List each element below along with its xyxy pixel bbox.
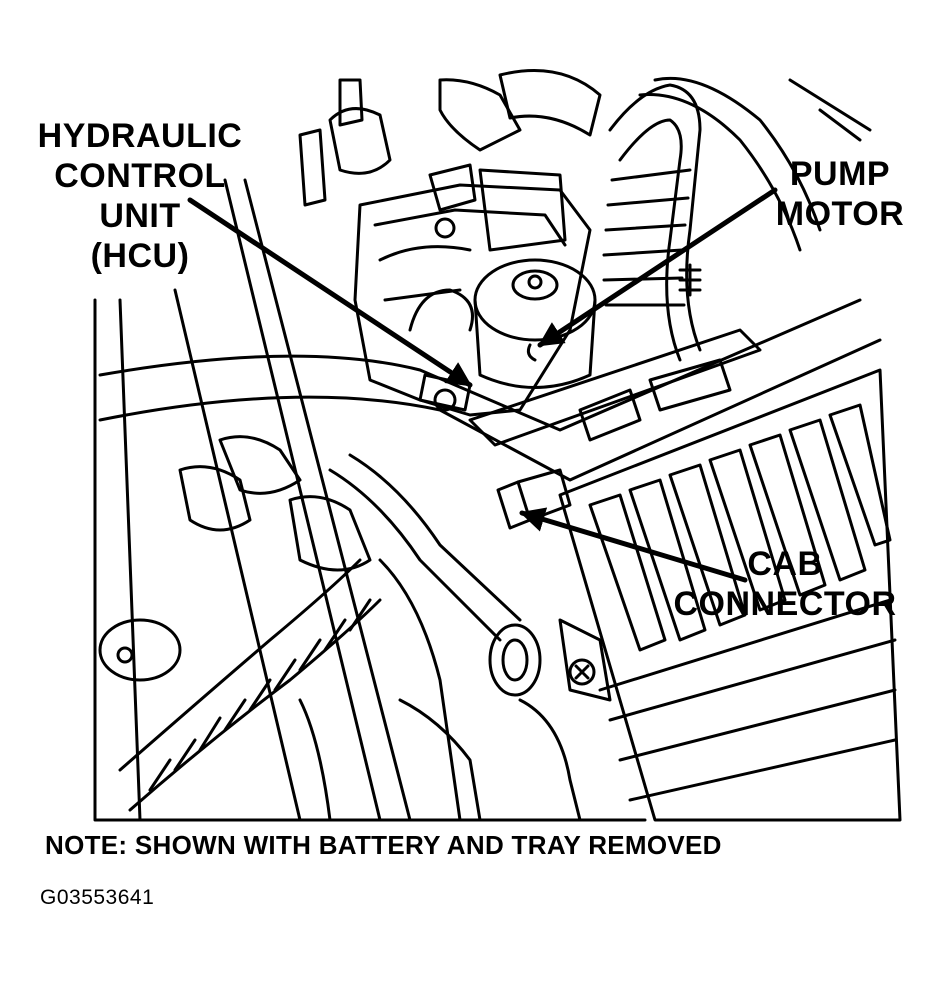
figure-note: NOTE: SHOWN WITH BATTERY AND TRAY REMOVE… bbox=[45, 830, 722, 860]
hcu-callout-line-1: HYDRAULIC bbox=[37, 117, 243, 155]
pump-motor bbox=[408, 258, 597, 389]
cab-connector-callout: CAB CONNECTOR bbox=[660, 544, 910, 624]
brake-line bbox=[328, 453, 612, 702]
pump-motor-callout-line-2: MOTOR bbox=[775, 195, 905, 233]
hcu-callout: HYDRAULIC CONTROL UNIT (HCU) bbox=[20, 116, 260, 276]
cab-connector bbox=[496, 468, 572, 530]
lower-structure bbox=[298, 558, 582, 822]
hcu-callout-line-2: CONTROL bbox=[54, 157, 226, 195]
finned-module bbox=[558, 368, 902, 822]
leader-lines bbox=[187, 187, 778, 583]
hcu-callout-line-4: (HCU) bbox=[90, 237, 190, 275]
upper-hoses bbox=[298, 69, 872, 252]
pump-motor-leader-arrow bbox=[537, 187, 778, 348]
hcu-leader-arrow bbox=[187, 197, 473, 388]
cab-connector-leader-arrow bbox=[519, 507, 748, 583]
wiring-harness-lower bbox=[98, 435, 382, 812]
pump-motor-callout: PUMP MOTOR bbox=[760, 154, 920, 234]
figure-id: G03553641 bbox=[40, 886, 155, 909]
cab-connector-callout-line-1: CAB bbox=[747, 545, 823, 583]
wiring-harness-upper bbox=[602, 83, 702, 362]
hcu-block bbox=[353, 163, 592, 417]
cross-rail bbox=[98, 298, 882, 482]
cab-connector-callout-line-2: CONNECTOR bbox=[673, 585, 897, 623]
mounting-bracket bbox=[468, 263, 762, 447]
hcu-callout-line-3: UNIT bbox=[99, 197, 181, 235]
pump-motor-callout-line-1: PUMP bbox=[789, 155, 891, 193]
